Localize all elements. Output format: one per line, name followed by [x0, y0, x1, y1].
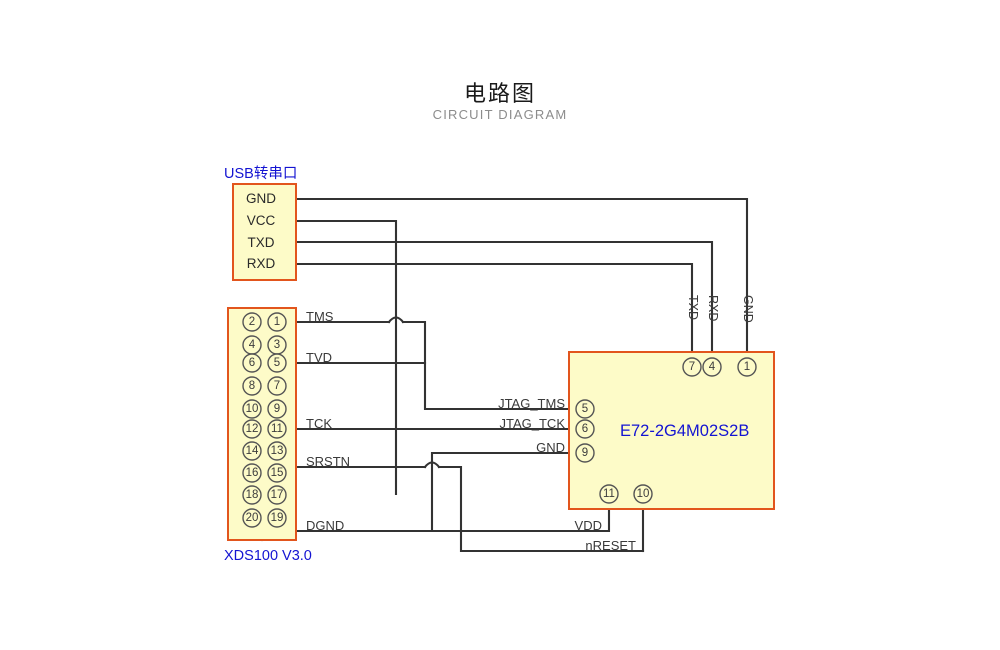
- module-pin-5: 5: [581, 403, 589, 415]
- wire-dgnd-to-module: [294, 451, 587, 533]
- wire-usb-rxd: [294, 262, 694, 354]
- e72-pin-circles: [575, 357, 757, 504]
- jtag-pin-18: 18: [245, 489, 259, 501]
- usb-serial-caption: USB转串口: [224, 166, 298, 182]
- e72-module-body: [568, 351, 775, 510]
- jtag-pin-1: 1: [273, 316, 281, 328]
- jtag-pin-7: 7: [273, 380, 281, 392]
- vlabel-module-gnd: GND: [741, 295, 755, 323]
- wire-tms-to-module: [423, 361, 587, 411]
- e72-module-name: E72-2G4M02S2B: [620, 422, 750, 440]
- usb-serial-body: [232, 183, 297, 281]
- wire-usb-vcc: [294, 219, 398, 496]
- net-label-jtag-tms: JTAG_TMS: [498, 396, 565, 411]
- jtag-pin-19: 19: [270, 512, 284, 524]
- usb-pin-label-gnd: GND: [246, 191, 276, 206]
- page-title-zh: 电路图: [463, 81, 536, 106]
- wire-layer: [260, 197, 749, 553]
- wire-vdd-to-vcc: [394, 507, 611, 533]
- jtag-connector-block[interactable]: [227, 307, 297, 541]
- page-title-en: CIRCUIT DIAGRAM: [432, 107, 568, 122]
- vlabel-module-rxd: RXD: [706, 295, 720, 322]
- jtag-pin-circles: [242, 312, 287, 528]
- jtag-pin-20: 20: [245, 512, 259, 524]
- jtag-pin-9: 9: [273, 403, 281, 415]
- module-pin-4: 4: [708, 361, 716, 373]
- jtag-pin-15: 15: [270, 467, 284, 479]
- module-pin-7: 7: [688, 361, 696, 373]
- jtag-pin-17: 17: [270, 489, 284, 501]
- net-label-nreset: nRESET: [585, 538, 636, 553]
- net-label-vdd: VDD: [574, 518, 602, 533]
- usb-pin-label-txd: TXD: [247, 235, 275, 250]
- module-pin-10: 10: [636, 488, 650, 500]
- usb-serial-block[interactable]: [232, 183, 297, 281]
- module-pin-11: 11: [603, 488, 615, 500]
- module-pin-6: 6: [581, 423, 589, 435]
- xds100-caption: XDS100 V3.0: [224, 548, 312, 564]
- wire-usb-gnd: [294, 197, 749, 354]
- jtag-pin-2: 2: [248, 316, 256, 328]
- wire-hop-tms: [387, 316, 405, 324]
- jtag-pin-16: 16: [245, 467, 259, 479]
- net-label-srstn: SRSTN: [306, 454, 351, 469]
- jtag-pin-14: 14: [245, 445, 259, 457]
- net-label-tvd: TVD: [306, 350, 332, 365]
- vlabel-module-txd: TXD: [686, 295, 700, 320]
- wire-jtag-tms-tvd: [294, 320, 427, 365]
- wire-srstn-to-nreset: [294, 465, 645, 553]
- module-pin-9: 9: [581, 447, 589, 459]
- jtag-pin-3: 3: [273, 339, 281, 351]
- jtag-pin-12: 12: [245, 423, 259, 435]
- net-label-dgnd: DGND: [306, 518, 345, 533]
- e72-module-block[interactable]: [568, 351, 775, 510]
- jtag-pin-5: 5: [273, 357, 281, 369]
- jtag-pin-4: 4: [248, 339, 256, 351]
- jtag-pin-13: 13: [270, 445, 284, 457]
- net-label-tck: TCK: [306, 416, 332, 431]
- net-label-jtag-tck: JTAG_TCK: [499, 416, 566, 431]
- jtag-pin-10: 10: [245, 403, 259, 415]
- module-pin-1: 1: [743, 361, 751, 373]
- jtag-pin-8: 8: [248, 380, 256, 392]
- wire-usb-txd: [294, 240, 714, 354]
- usb-pin-label-rxd: RXD: [246, 256, 276, 271]
- usb-pin-label-vcc: VCC: [246, 213, 276, 228]
- net-label-tms: TMS: [306, 309, 334, 324]
- net-label-module-gnd: GND: [536, 440, 565, 455]
- jtag-pin-6: 6: [248, 357, 256, 369]
- jtag-pin-11: 11: [271, 423, 283, 435]
